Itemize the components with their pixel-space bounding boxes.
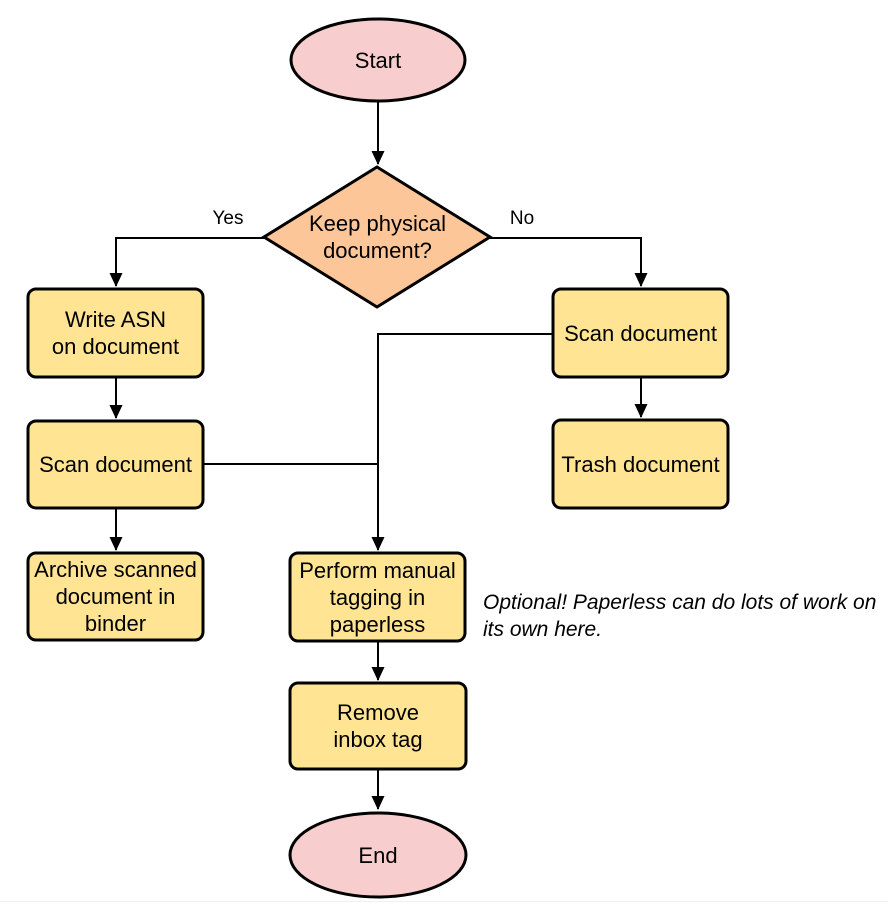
- end-terminal-shape: [288, 811, 468, 899]
- end-terminal-label: End: [358, 843, 398, 868]
- scan-right-shape: [551, 287, 730, 379]
- trash-label: Trash document: [561, 451, 720, 477]
- perform-tagging-shape: [288, 551, 467, 643]
- annotation-note: Optional! Paperless can do lots of work …: [483, 591, 877, 641]
- decision-label: Keep physical document?: [309, 211, 446, 263]
- scan-left-shape: [26, 419, 205, 510]
- page-bottom-divider: [0, 901, 888, 902]
- start-terminal-shape: [289, 17, 467, 103]
- edge-decision-no-to-scan-right: [490, 237, 648, 287]
- write-asn-label: Write ASN on document: [51, 307, 180, 359]
- edge-label-yes: Yes: [212, 208, 244, 229]
- remove-inbox-shape: [288, 681, 468, 771]
- archive-label: Archive scanned document in binder: [34, 557, 197, 636]
- start-terminal-label: Start: [354, 47, 402, 73]
- decision-diamond-shape: [261, 165, 493, 309]
- scan-right-label: Scan document: [564, 320, 717, 346]
- remove-inbox-label: Remove inbox tag: [333, 700, 423, 752]
- archive-shape: [26, 551, 205, 642]
- perform-tagging-label: Perform manual tagging in paperless: [299, 557, 456, 637]
- edge-scan-right-to-perform-tagging: [371, 333, 552, 551]
- edge-label-no: No: [509, 208, 535, 229]
- write-asn-shape: [26, 287, 205, 379]
- scan-left-label: Scan document: [39, 452, 192, 477]
- edge-decision-yes-to-write-asn: [109, 237, 264, 287]
- trash-shape: [551, 418, 730, 510]
